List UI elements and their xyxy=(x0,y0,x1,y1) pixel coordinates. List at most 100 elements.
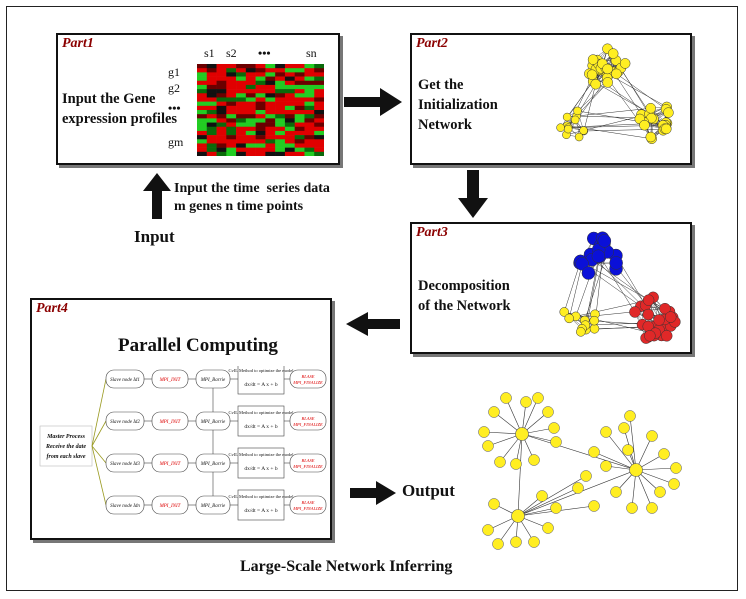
heatmap-cell xyxy=(236,122,247,128)
heatmap-cell xyxy=(304,76,315,82)
heatmap-cell xyxy=(294,64,305,69)
slave-node-text: Slave node Idn xyxy=(110,504,140,509)
heatmap-cell xyxy=(245,114,256,119)
heatmap-cell xyxy=(265,135,276,140)
heatmap-cell xyxy=(236,118,247,123)
heatmap-cell xyxy=(226,101,237,107)
heatmap-cell xyxy=(284,135,295,140)
heatmap-cell xyxy=(216,97,227,102)
finalize-text: BLASE xyxy=(302,500,315,505)
heatmap-cell xyxy=(245,139,256,144)
network-node xyxy=(587,54,599,65)
heatmap-cell xyxy=(294,118,305,123)
network-node xyxy=(494,456,506,468)
heatmap-cell xyxy=(265,147,276,153)
heatmap-cell xyxy=(294,114,305,119)
heatmap-cell xyxy=(294,89,305,94)
network-node xyxy=(580,470,592,482)
network-node xyxy=(619,58,631,69)
heatmap-cell xyxy=(294,147,305,153)
heatmap-cell xyxy=(265,72,276,77)
heatmap-cell xyxy=(265,122,276,128)
network-node xyxy=(602,63,613,75)
network-node xyxy=(670,462,682,474)
heatmap-cell xyxy=(284,110,295,115)
heatmap-cell xyxy=(216,114,227,119)
heatmap-cell xyxy=(284,126,295,132)
network-node xyxy=(610,486,622,498)
heatmap-cell xyxy=(255,93,266,98)
heatmap-cell xyxy=(294,97,305,102)
heatmap-cell xyxy=(197,105,208,111)
heatmap-cell xyxy=(255,118,266,123)
heatmap-cell xyxy=(216,84,227,90)
heatmap-cell xyxy=(216,139,227,144)
heatmap-cell xyxy=(304,143,315,148)
heatmap-cell xyxy=(255,72,266,77)
heatmap-cell xyxy=(245,135,256,140)
footer-caption: Large-Scale Network Inferring xyxy=(240,558,453,575)
heatmap-cell xyxy=(216,64,227,69)
network-node xyxy=(579,126,588,135)
network-node xyxy=(588,500,600,512)
heatmap-cell xyxy=(226,151,237,156)
heatmap-cell xyxy=(265,89,276,94)
heatmap-cell xyxy=(284,114,295,119)
heatmap-cell xyxy=(197,126,208,132)
network-node xyxy=(574,132,584,142)
heatmap-cell xyxy=(226,143,237,148)
network-node xyxy=(646,502,658,514)
heatmap-cell xyxy=(226,135,237,140)
heatmap-cell xyxy=(226,118,237,123)
heatmap-cell xyxy=(265,84,276,90)
heatmap-cell xyxy=(284,68,295,73)
finalize-text: MPI_FINALIZE xyxy=(292,464,323,469)
heatmap-cell xyxy=(197,110,208,115)
heatmap-cell xyxy=(304,126,315,132)
mpi-barrier-text: MPI_Barrie xyxy=(200,378,226,383)
heatmap-cell xyxy=(236,130,247,136)
heatmap-cell xyxy=(265,101,276,107)
network-node xyxy=(589,324,600,334)
col-label-dots: ••• xyxy=(258,46,271,60)
network-node xyxy=(528,454,540,466)
heatmap-cell xyxy=(236,147,247,153)
heatmap-cell xyxy=(284,105,295,111)
heatmap-cell xyxy=(314,72,324,77)
heatmap-cell xyxy=(304,118,315,123)
mpi-barrier-text: MPI_Barrie xyxy=(200,462,226,467)
finalize-text: MPI_FINALIZE xyxy=(292,422,323,427)
heatmap-cell xyxy=(304,68,315,73)
heatmap-cell xyxy=(206,89,217,94)
mpi-barrier-text: MPI_Barrie xyxy=(200,420,226,425)
heatmap-cell xyxy=(216,72,227,77)
heatmap-cell xyxy=(294,110,305,115)
part4-title: Parallel Computing xyxy=(118,335,278,356)
network-node xyxy=(629,306,641,318)
heatmap-cell xyxy=(255,135,266,140)
network-node xyxy=(591,249,606,263)
network-edge xyxy=(629,415,637,471)
heatmap-cell xyxy=(245,72,256,77)
network-node xyxy=(564,313,574,324)
heatmap-cell xyxy=(206,147,217,153)
heatmap-cell xyxy=(216,147,227,153)
heatmap-cell xyxy=(304,84,315,90)
network-edge xyxy=(568,263,583,319)
network-node xyxy=(492,538,504,550)
heatmap-cell xyxy=(294,122,305,128)
slave-node-text: Slave node Id1 xyxy=(110,378,140,383)
heatmap-cell xyxy=(197,114,208,119)
heatmap-cell xyxy=(304,72,315,77)
network-node xyxy=(515,427,529,441)
arrow-up-input xyxy=(143,173,171,219)
heatmap-cell xyxy=(216,80,227,86)
finalize-text: MPI_FINALIZE xyxy=(292,380,323,385)
heatmap-cell xyxy=(245,122,256,128)
heatmap-cell xyxy=(294,139,305,144)
finalize-box xyxy=(289,453,327,473)
heatmap-cell xyxy=(275,76,286,82)
heatmap-cell xyxy=(197,80,208,86)
network-node xyxy=(510,458,522,470)
